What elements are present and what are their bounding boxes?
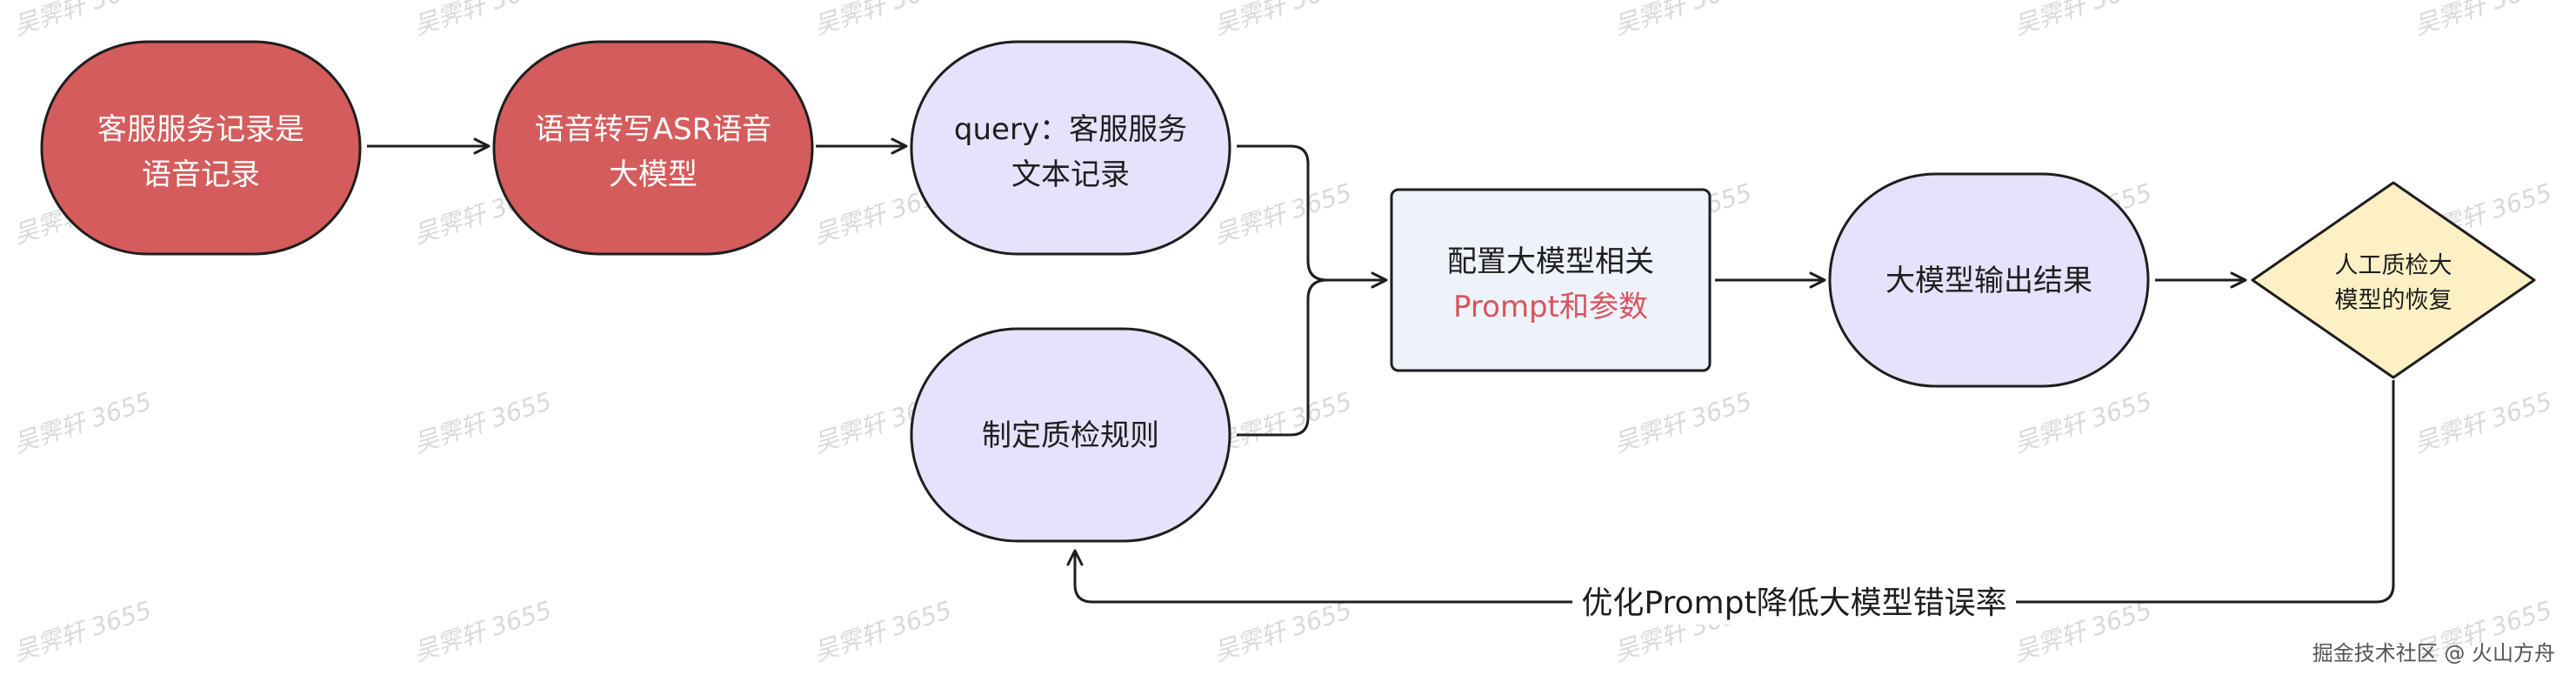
watermark-text: 吴霁轩 3655	[10, 0, 155, 41]
feedback-label-bg	[1572, 579, 2016, 625]
watermark-text: 吴霁轩 3655	[1211, 0, 1355, 41]
feedback-label: 优化Prompt降低大模型错误率	[1581, 585, 2006, 621]
watermark-text: 吴霁轩 3655	[2411, 387, 2555, 458]
watermark-text: 吴霁轩 3655	[811, 596, 955, 667]
watermark-text: 吴霁轩 3655	[410, 387, 555, 458]
watermark-text: 吴霁轩 3655	[10, 596, 155, 667]
node-query-text-shape	[910, 40, 1231, 256]
node-config-prompt[interactable]: 配置大模型相关 Prompt和参数	[1390, 188, 1712, 372]
watermark-text: 吴霁轩 3655	[2011, 596, 2155, 667]
node-asr-model-line1: 语音转写ASR语音	[535, 112, 771, 147]
watermark-text: 吴霁轩 3655	[410, 0, 555, 41]
node-voice-records-line1: 客服服务记录是	[97, 112, 304, 147]
node-config-prompt-line1: 配置大模型相关	[1447, 244, 1654, 279]
edge-rules-to-config	[1237, 278, 1328, 437]
node-human-check-line1: 人工质检大	[2335, 252, 2453, 279]
node-human-check-shape	[2251, 181, 2536, 379]
watermark-text: 吴霁轩 3655	[2011, 387, 2155, 458]
watermark-text: 吴霁轩 3655	[410, 596, 555, 667]
node-human-check-line2: 模型的恢复	[2335, 287, 2453, 314]
node-asr-model-line2: 大模型	[609, 157, 697, 192]
watermark-text: 吴霁轩 3655	[1611, 387, 1755, 458]
node-model-output-shape	[1828, 172, 2150, 388]
watermark-layer: 吴霁轩 3655 吴霁轩 3655 吴霁轩 3655 吴霁轩 3655 吴霁轩 3655…	[10, 0, 2555, 667]
node-config-prompt-shape	[1390, 188, 1712, 372]
node-qc-rules-shape	[910, 327, 1231, 543]
node-voice-records-shape	[40, 40, 362, 256]
watermark-text: 吴霁轩 3655	[2011, 0, 2155, 41]
node-model-output[interactable]: 大模型输出结果	[1828, 172, 2150, 388]
watermark-text: 吴霁轩 3655	[1211, 178, 1355, 250]
node-asr-model[interactable]: 语音转写ASR语音 大模型	[492, 40, 814, 256]
node-voice-records[interactable]: 客服服务记录是 语音记录	[40, 40, 362, 256]
node-voice-records-line2: 语音记录	[142, 157, 260, 192]
watermark-text: 吴霁轩 3655	[1611, 0, 1755, 41]
node-model-output-line1: 大模型输出结果	[1885, 264, 2092, 298]
node-human-check[interactable]: 人工质检大 模型的恢复	[2251, 181, 2536, 379]
node-query-text-line1: query：客服服务	[954, 112, 1187, 147]
watermark-text: 吴霁轩 3655	[811, 0, 955, 41]
watermark-text: 吴霁轩 3655	[1211, 596, 1355, 667]
node-asr-model-shape	[492, 40, 814, 256]
node-config-prompt-line2: Prompt和参数	[1453, 290, 1648, 324]
node-qc-rules-line1: 制定质检规则	[982, 418, 1159, 453]
watermark-text: 吴霁轩 3655	[10, 387, 155, 458]
watermark-text: 吴霁轩 3655	[2411, 0, 2555, 41]
node-query-text-line2: 文本记录	[1011, 157, 1130, 192]
footer-credit: 掘金技术社区 @ 火山方舟	[2312, 641, 2555, 665]
watermark-text: 吴霁轩 3655	[1211, 387, 1355, 458]
node-qc-rules[interactable]: 制定质检规则	[910, 327, 1231, 543]
node-query-text[interactable]: query：客服服务 文本记录	[910, 40, 1231, 256]
feedback-label-group: 优化Prompt降低大模型错误率	[1572, 579, 2016, 625]
edge-query-to-config	[1237, 144, 1388, 289]
